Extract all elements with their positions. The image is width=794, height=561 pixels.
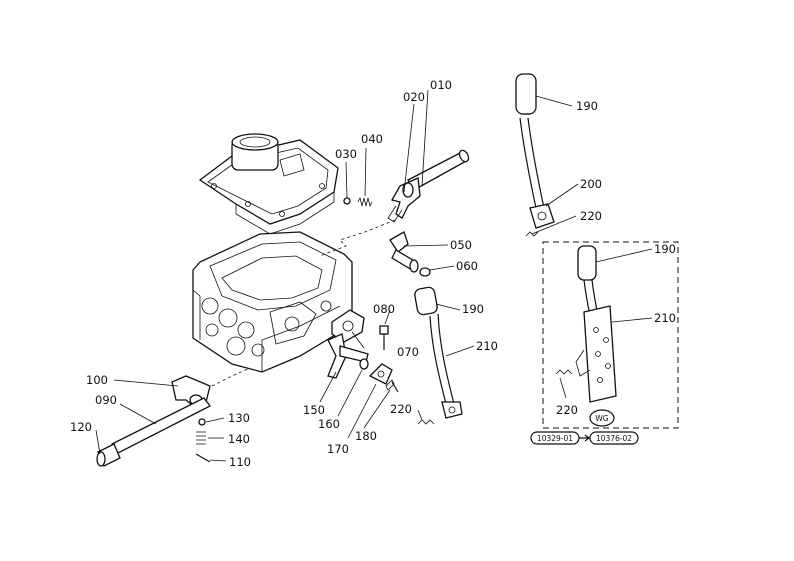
serial-arrow [579, 434, 590, 442]
variant-box [542, 241, 679, 429]
o-ring-160 [359, 358, 369, 370]
callout-220-variant: 220 [556, 403, 578, 417]
callout-160: 160 [318, 417, 340, 431]
o-ring-060 [419, 267, 431, 277]
variant-badge-outline [589, 409, 615, 427]
lever-shaft-050 [389, 231, 419, 273]
callout-130: 130 [228, 411, 250, 425]
callout-080: 080 [373, 302, 395, 316]
leader-lines [95, 89, 653, 462]
callout-140: 140 [228, 432, 250, 446]
callout-120: 120 [70, 420, 92, 434]
callout-040: 040 [361, 132, 383, 146]
pin-110 [195, 453, 211, 463]
detent-ball [343, 197, 351, 205]
shift-lever-210 [414, 286, 463, 419]
leader-dashed-fork [211, 367, 251, 387]
screw-220-variant [555, 369, 573, 375]
callout-060: 060 [456, 259, 478, 273]
spring-140 [196, 431, 206, 445]
callout-100: 100 [86, 373, 108, 387]
detent-spring [357, 196, 373, 208]
callout-150: 150 [303, 403, 325, 417]
callout-010: 010 [430, 78, 452, 92]
callout-180: 180 [355, 429, 377, 443]
callout-020: 020 [403, 90, 425, 104]
rod-end-120 [96, 443, 121, 467]
shift-arm-150 [327, 333, 369, 379]
callout-220-top: 220 [580, 209, 602, 223]
variant-badge: WG [595, 414, 608, 423]
callout-190-variant: 190 [654, 242, 676, 256]
shift-lever-210-variant [575, 245, 617, 403]
screw-220-center [417, 419, 435, 425]
callout-170: 170 [327, 442, 349, 456]
callout-210-variant: 210 [654, 311, 676, 325]
bolt-180 [385, 379, 395, 391]
callout-070: 070 [397, 345, 419, 359]
shift-rod-assembly [387, 149, 470, 223]
shift-lever-200 [515, 73, 555, 229]
fork-rod-090 [111, 397, 211, 455]
callout-190-top: 190 [576, 99, 598, 113]
callout-210-center: 210 [476, 339, 498, 353]
transmission-case [192, 231, 353, 373]
bolt-180-shank [391, 381, 399, 393]
callout-030: 030 [335, 147, 357, 161]
plate-070 [331, 309, 365, 343]
serial-to-outline [589, 431, 639, 445]
callout-labels: 010 020 030 040 050 060 070 080 090 100 … [70, 78, 676, 469]
ball-130 [198, 418, 206, 426]
callout-220-center: 220 [390, 402, 412, 416]
callout-190-center: 190 [462, 302, 484, 316]
bolt-080 [379, 325, 389, 350]
callout-110: 110 [229, 455, 251, 469]
serial-to: 10376-02 [596, 434, 632, 443]
plate-170 [368, 363, 393, 385]
serial-from: 10329-01 [537, 434, 573, 443]
transmission-cover [198, 133, 339, 235]
callout-050: 050 [450, 238, 472, 252]
callout-200: 200 [580, 177, 602, 191]
callout-090: 090 [95, 393, 117, 407]
